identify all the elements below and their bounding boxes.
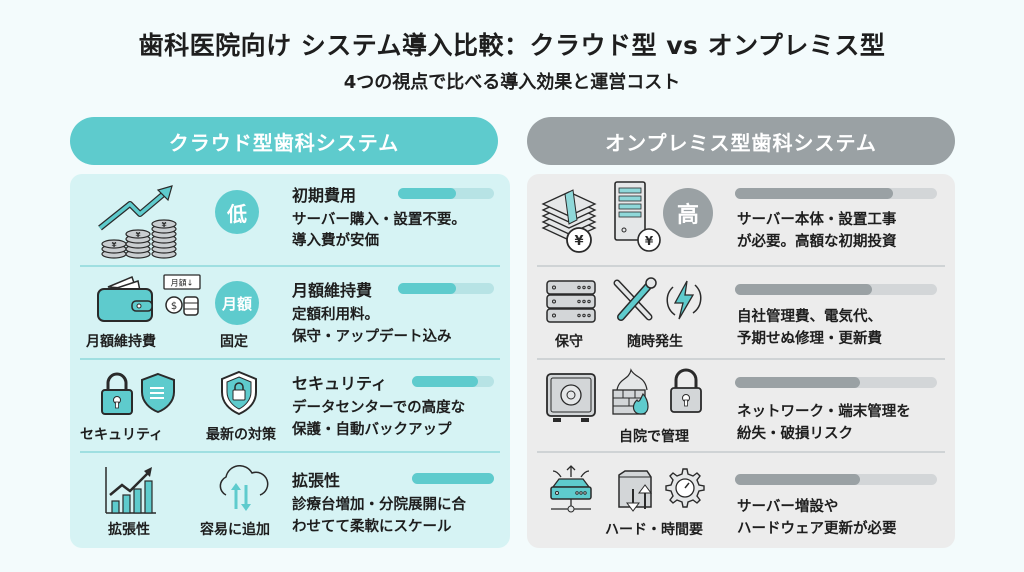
cloud-sync-icon bbox=[212, 465, 270, 515]
badge-low: 低 bbox=[215, 190, 259, 234]
padlock-icon bbox=[669, 368, 703, 414]
onprem-row-maintenance: 保守 随時発生 自社管理費、電気代、 予期せぬ修理・更新費 bbox=[527, 267, 955, 360]
rating-bar bbox=[735, 188, 937, 199]
network-device-icon bbox=[547, 465, 595, 513]
row-desc-line2: 紛失・破損リスク bbox=[737, 426, 853, 442]
row-divider bbox=[537, 265, 945, 267]
onprem-row-initial-cost: ¥ ¥ 高 サーバー本体・設置工事 が必要。高額な初期投資 bbox=[527, 174, 955, 267]
badge-label: 最新の対策 bbox=[206, 427, 276, 443]
row-desc-line1: サーバー購入・設置不要。 bbox=[292, 212, 466, 228]
rating-bar bbox=[398, 283, 494, 294]
monthly-fee-tag-icon: 月額↓ $ bbox=[162, 273, 202, 319]
row-desc-line2: ハードウェア更新が必要 bbox=[737, 521, 897, 537]
row-title: 月額維持費 bbox=[292, 281, 373, 300]
coins-growth-icon: ¥ ¥ ¥ bbox=[92, 184, 192, 260]
rating-bar bbox=[735, 474, 937, 485]
cloud-row-initial-cost: ¥ ¥ ¥ 低 初期費用 サーバー購入・設置不要。 導入費が安価 bbox=[70, 174, 510, 267]
icon-label: 拡張性 bbox=[108, 522, 150, 538]
svg-text:¥: ¥ bbox=[112, 241, 117, 249]
row-divider bbox=[80, 358, 500, 360]
row-desc-line1: 自社管理費、電気代、 bbox=[737, 309, 882, 325]
row-title: 初期費用 bbox=[292, 186, 357, 205]
onprem-column-header: オンプレミス型歯科システム bbox=[527, 117, 955, 165]
icon-label: 月額維持費 bbox=[86, 334, 156, 350]
row-divider bbox=[80, 265, 500, 267]
row-desc-line2: が必要。高額な初期投資 bbox=[737, 234, 897, 250]
badge-high: 高 bbox=[663, 188, 713, 238]
row-desc-line2: 予期せぬ修理・更新費 bbox=[737, 331, 882, 347]
hardware-box-icon bbox=[615, 469, 655, 513]
icon-label: セキュリティ bbox=[80, 427, 164, 443]
tools-icon bbox=[611, 277, 659, 323]
firewall-icon bbox=[611, 368, 655, 416]
row-desc-line2: 保護・自動バックアップ bbox=[292, 422, 452, 438]
row-desc-line1: サーバー増設や bbox=[737, 499, 839, 515]
badge-label: 固定 bbox=[220, 334, 248, 350]
svg-text:¥: ¥ bbox=[645, 234, 654, 248]
cloud-column-header: クラウド型歯科システム bbox=[70, 117, 498, 165]
svg-text:月額↓: 月額↓ bbox=[171, 278, 194, 288]
svg-text:¥: ¥ bbox=[574, 234, 583, 249]
server-tower-icon: ¥ bbox=[611, 180, 665, 254]
cash-stack-icon: ¥ bbox=[539, 186, 601, 254]
onprem-row-security: 自院で管理 ネットワーク・端末管理を 紛失・破損リスク bbox=[527, 360, 955, 453]
cloud-panel: ¥ ¥ ¥ 低 初期費用 サーバー購入・設置不要。 導入費が安価 月額↓ bbox=[70, 174, 510, 548]
rating-bar bbox=[412, 376, 494, 387]
onprem-row-scalability: ハード・時間要 サーバー増設や ハードウェア更新が必要 bbox=[527, 453, 955, 546]
row-desc-line2: 導入費が安価 bbox=[292, 233, 379, 249]
row-title: セキュリティ bbox=[292, 374, 388, 393]
cloud-row-security: セキュリティ 最新の対策 セキュリティ データセンターでの高度な 保護・自動バッ… bbox=[70, 360, 510, 453]
server-rack-icon bbox=[545, 279, 597, 325]
badge-label: 自院で管理 bbox=[619, 429, 689, 445]
svg-text:$: $ bbox=[171, 301, 177, 312]
shield-lock-icon bbox=[220, 370, 258, 416]
shield-data-icon bbox=[140, 372, 176, 414]
row-divider bbox=[537, 451, 945, 453]
icon-label: 保守 bbox=[555, 334, 583, 350]
row-title: 拡張性 bbox=[292, 471, 341, 490]
svg-text:¥: ¥ bbox=[136, 231, 141, 239]
onprem-panel: ¥ ¥ 高 サーバー本体・設置工事 が必要。高額な初期投資 bbox=[527, 174, 955, 548]
growth-chart-icon bbox=[104, 465, 158, 515]
row-desc-line2: 保守・アップデート込み bbox=[292, 329, 452, 345]
badge-label: 容易に追加 bbox=[200, 522, 270, 538]
svg-text:¥: ¥ bbox=[162, 221, 167, 229]
badge-label: 随時発生 bbox=[627, 334, 683, 350]
page-title: 歯科医院向け システム導入比較：クラウド型 vs オンプレミス型 bbox=[138, 31, 886, 60]
padlock-icon bbox=[100, 372, 134, 416]
row-desc-line2: わせてて柔軟にスケール bbox=[292, 519, 452, 535]
cloud-row-scalability: 拡張性 容易に追加 拡張性 診療台増加・分院展開に合 わせてて柔軟にスケール bbox=[70, 453, 510, 546]
page-subtitle: 4つの視点で比べる導入効果と運営コスト bbox=[343, 72, 681, 93]
rating-bar bbox=[398, 188, 494, 199]
row-divider bbox=[537, 358, 945, 360]
safe-icon bbox=[545, 372, 597, 424]
rating-bar bbox=[735, 377, 937, 388]
row-desc-line1: サーバー本体・設置工事 bbox=[737, 212, 897, 228]
row-desc-line1: 定額利用料。 bbox=[292, 307, 379, 323]
lightning-refresh-icon bbox=[663, 277, 705, 323]
rating-bar bbox=[412, 473, 494, 484]
badge-monthly: 月額 bbox=[215, 281, 259, 325]
badge-label: ハード・時間要 bbox=[605, 522, 703, 538]
row-desc-line1: データセンターでの高度な bbox=[292, 400, 466, 416]
wallet-icon bbox=[94, 275, 156, 323]
cloud-row-monthly: 月額↓ $ 月額維持費 月額 固定 月額維持費 定額利用料。 保守・アップデート… bbox=[70, 267, 510, 360]
gear-gauge-icon bbox=[661, 467, 705, 511]
row-desc-line1: ネットワーク・端末管理を bbox=[737, 404, 911, 420]
rating-bar bbox=[735, 284, 937, 295]
row-desc-line1: 診療台増加・分院展開に合 bbox=[292, 497, 466, 513]
row-divider bbox=[80, 451, 500, 453]
